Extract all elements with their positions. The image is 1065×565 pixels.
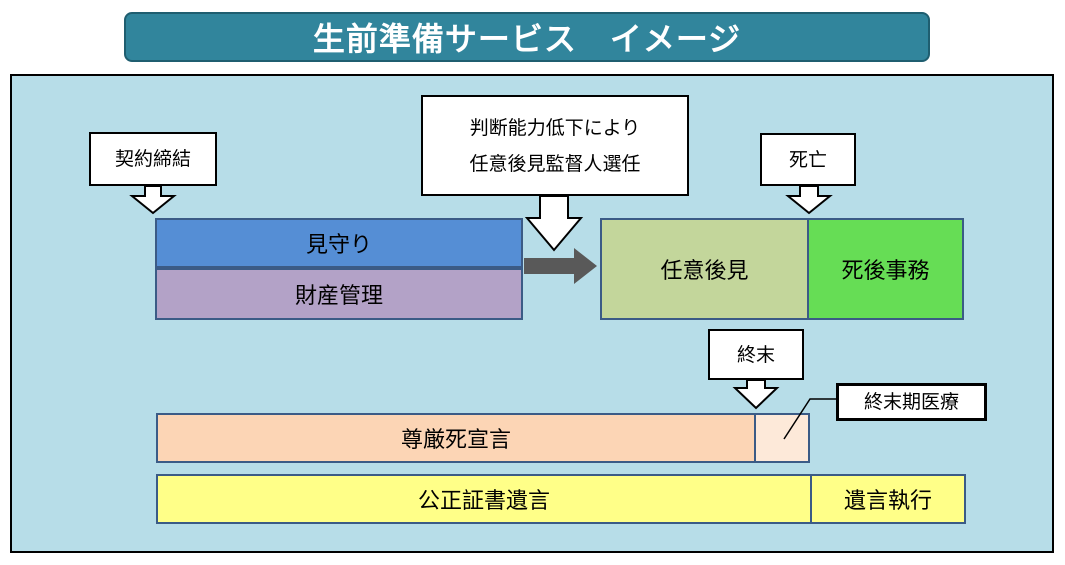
watch-box: 見守り (155, 218, 523, 268)
terminal-pointer-arrow (732, 379, 780, 410)
death-pointer-arrow (785, 185, 833, 215)
dignified-death-declaration-box: 尊厳死宣言 (156, 413, 756, 463)
will-execution-box: 遺言執行 (810, 474, 966, 524)
terminal-care-box (754, 413, 810, 463)
page-title: 生前準備サービス イメージ (124, 12, 930, 62)
transition-arrow (524, 248, 597, 284)
terminal-care-callout: 終末期医療 (836, 383, 987, 421)
terminal-label: 終末 (736, 343, 775, 366)
incapacity-pointer-arrow (524, 195, 584, 252)
terminal-care-label: 終末期医療 (863, 391, 959, 413)
contract-callout: 契約締結 (89, 132, 217, 186)
voluntary-guardianship-box: 任意後見 (600, 218, 809, 320)
posthumous-affairs-box: 死後事務 (807, 218, 964, 320)
death-label: 死亡 (788, 148, 827, 171)
terminal-callout: 終末 (708, 329, 804, 380)
incapacity-label-line2: 任意後見監督人選任 (469, 152, 641, 175)
incapacity-callout: 判断能力低下により 任意後見監督人選任 (421, 95, 689, 196)
notarial-will-box: 公正証書遺言 (156, 474, 812, 524)
terminal-care-leader-line (783, 398, 836, 440)
contract-label: 契約締結 (114, 148, 191, 170)
contract-pointer-arrow (129, 185, 177, 215)
death-callout: 死亡 (760, 133, 856, 186)
incapacity-label-line1: 判断能力低下により (469, 116, 641, 139)
asset-management-box: 財産管理 (155, 268, 523, 320)
